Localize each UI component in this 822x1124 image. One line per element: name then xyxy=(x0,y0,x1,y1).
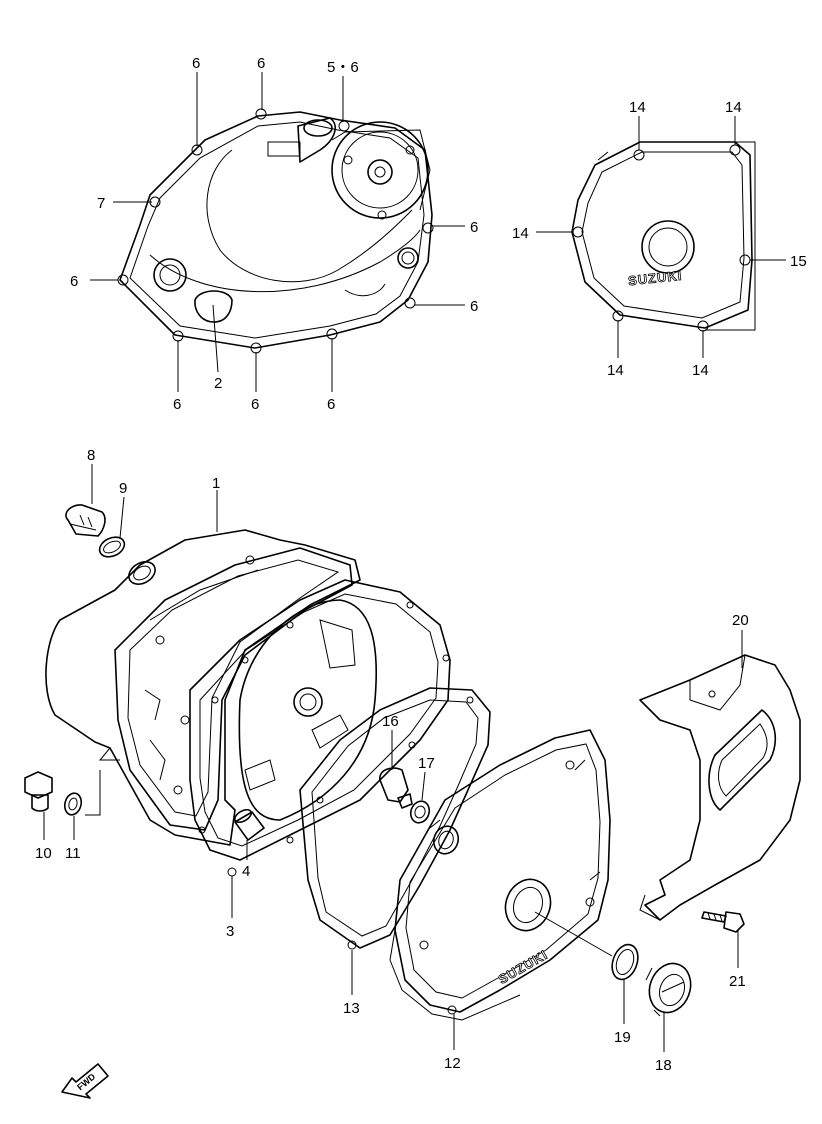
clutch-cover-inner-view xyxy=(117,108,434,354)
callout-21: 21 xyxy=(729,973,746,990)
o-ring-17 xyxy=(409,800,431,824)
callout-2: 2 xyxy=(214,375,222,392)
callout-15: 15 xyxy=(790,253,807,270)
callout-12: 12 xyxy=(444,1055,461,1072)
callout-14: 14 xyxy=(725,99,742,116)
callout-6: 6 xyxy=(173,396,181,413)
forward-direction-arrow: FWD xyxy=(61,1063,109,1099)
callout-14: 14 xyxy=(692,362,709,379)
gasket-clutch xyxy=(189,579,451,877)
callout-10: 10 xyxy=(35,845,52,862)
callout-19: 19 xyxy=(614,1029,631,1046)
callout-14: 14 xyxy=(629,99,646,116)
sprocket-cover-20 xyxy=(639,654,801,921)
crankcase-cover-1 xyxy=(45,529,361,846)
drain-plug-10 xyxy=(24,771,53,812)
callout-6: 6 xyxy=(192,55,200,72)
callout-numbers: 6 6 5・6 7 6 6 6 2 6 6 6 14 14 14 15 14 1… xyxy=(35,55,807,1074)
callout-11: 11 xyxy=(65,845,81,862)
callout-9: 9 xyxy=(119,480,127,497)
callout-6: 6 xyxy=(327,396,335,413)
bolt-21 xyxy=(701,911,745,933)
plug-18 xyxy=(645,962,692,1017)
callout-6: 6 xyxy=(251,396,259,413)
crankcase-clutch-housing xyxy=(238,599,378,821)
plug-16 xyxy=(379,767,413,809)
magneto-cover-outer-view: SUZUKI xyxy=(571,141,753,332)
callout-16: 16 xyxy=(382,713,399,730)
callout-6: 6 xyxy=(70,273,78,290)
magneto-cover-12: SUZUKI xyxy=(389,729,611,1021)
o-ring-19 xyxy=(611,943,639,981)
callout-3: 3 xyxy=(226,923,234,940)
callout-17: 17 xyxy=(418,755,435,772)
gasket-washer-11 xyxy=(63,792,83,816)
gasket-magneto-13 xyxy=(299,687,491,950)
magneto-cover-12-brand-text: SUZUKI xyxy=(496,947,551,987)
callout-20: 20 xyxy=(732,612,749,629)
callout-5-6: 5・6 xyxy=(327,59,359,76)
o-ring-9 xyxy=(98,536,126,558)
callout-14: 14 xyxy=(607,362,624,379)
callout-6: 6 xyxy=(470,219,478,236)
callout-1: 1 xyxy=(212,475,220,492)
callout-8: 8 xyxy=(87,447,95,464)
callout-18: 18 xyxy=(655,1057,672,1074)
callout-4: 4 xyxy=(242,863,250,880)
magneto-cover-brand-text: SUZUKI xyxy=(627,268,683,289)
callout-7: 7 xyxy=(97,195,105,212)
callout-6: 6 xyxy=(470,298,478,315)
callout-13: 13 xyxy=(343,1000,360,1017)
oil-filler-plug xyxy=(65,504,106,537)
callout-6: 6 xyxy=(257,55,265,72)
leader-lines xyxy=(43,72,786,1052)
callout-14: 14 xyxy=(512,225,529,242)
dowel-pin-4 xyxy=(234,808,265,841)
